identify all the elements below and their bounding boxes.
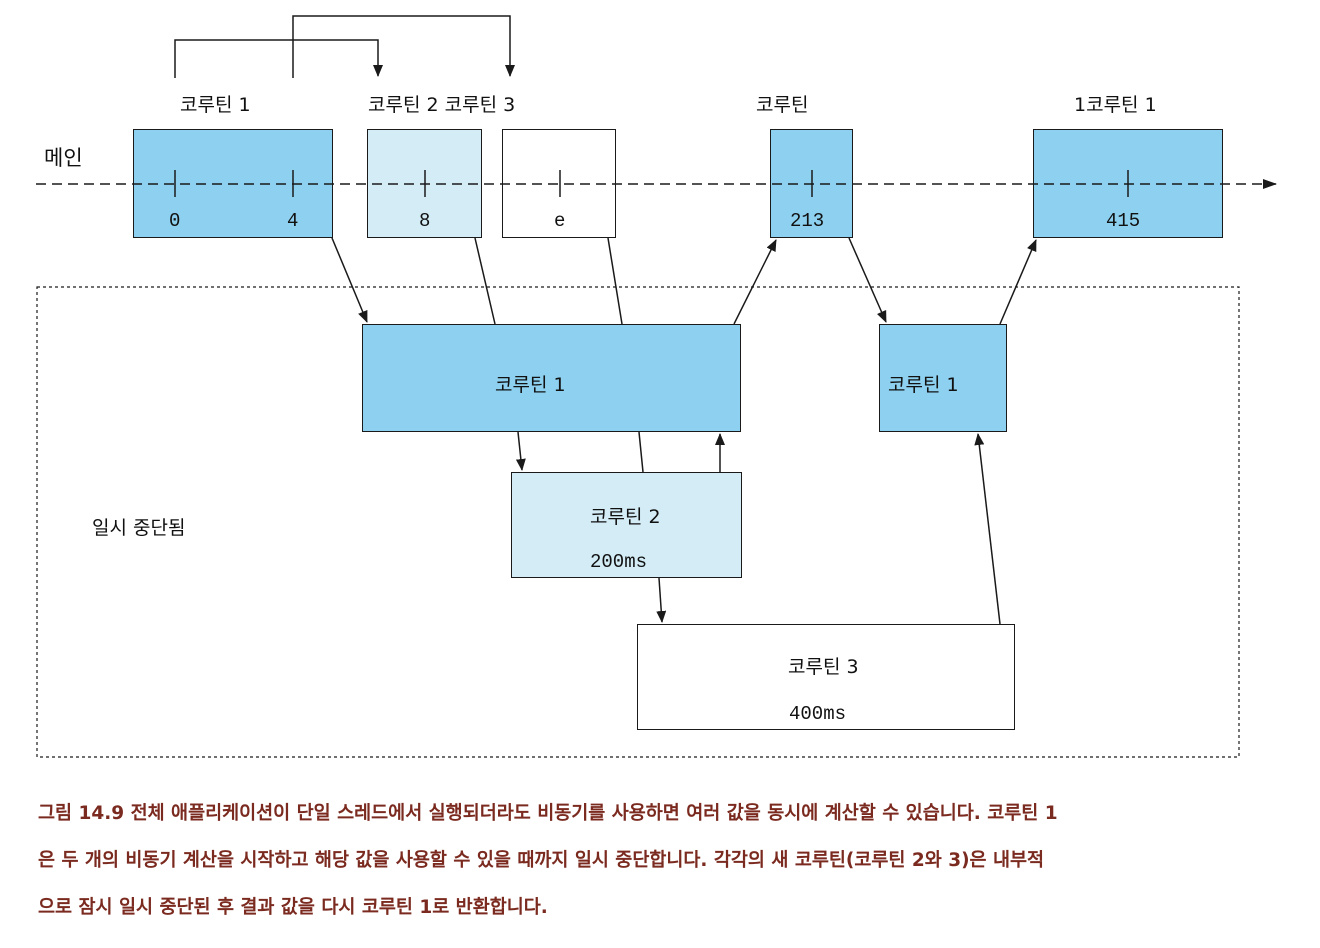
diagram-canvas [36,15,1240,758]
suspended-label-coroutine-2: 코루틴 2 [590,506,661,528]
tick-label-4: 4 [287,210,299,232]
line-block2-to-large [474,237,496,325]
tick-label-0: 0 [169,210,181,232]
arrow-c3-to-right [974,433,1001,625]
arrow-large-to-c2 [515,431,526,471]
arrow-large-to-block4 [733,239,777,325]
tick-label-415: 415 [1106,210,1141,232]
top-label-coroutine-2-3: 코루틴 2 코루틴 3 [368,94,516,116]
suspended-label: 일시 중단됨 [92,517,186,539]
top-label-1coroutine-1: 1코루틴 1 [1074,94,1157,116]
suspended-block-coroutine-3 [637,624,1015,730]
suspended-time-coroutine-3: 400ms [789,703,847,725]
arrow-right-to-block5 [999,239,1037,325]
arrow-block1-to-large [331,237,368,323]
bracket-coroutine-1-to-2 [174,39,383,78]
top-label-coroutine-1: 코루틴 1 [180,94,251,116]
suspended-block-coroutine-1-large [362,324,741,432]
tick-label-e: e [554,210,566,232]
caption-line-2: 은 두 개의 비동기 계산을 시작하고 해당 값을 사용할 수 있을 때까지 일… [38,850,1045,871]
tick-label-213: 213 [790,210,825,232]
suspended-label-coroutine-1-right: 코루틴 1 [888,374,959,396]
suspended-region [36,286,1240,758]
suspended-label-coroutine-1-large: 코루틴 1 [495,374,566,396]
tick-label-8: 8 [419,210,431,232]
suspended-block-coroutine-1-right [879,324,1007,432]
suspended-time-coroutine-2: 200ms [590,551,648,573]
caption-line-3: 으로 잠시 일시 중단된 후 결과 값을 다시 코루틴 1로 반환합니다. [38,897,548,918]
suspended-label-coroutine-3: 코루틴 3 [788,656,859,678]
top-label-coroutine: 코루틴 [756,94,809,116]
bracket-coroutine-1-to-3 [292,15,515,78]
main-label: 메인 [44,146,83,170]
line-block3-to-large [607,237,623,325]
line-large-to-c2 [638,431,644,473]
caption-line-1: 그림 14.9 전체 애플리케이션이 단일 스레드에서 실행되더라도 비동기를 … [38,803,1058,824]
figure-caption: 그림 14.9 전체 애플리케이션이 단일 스레드에서 실행되더라도 비동기를 … [38,790,1300,931]
arrow-block4-to-right [848,237,887,323]
arrow-c2-to-c3 [656,577,667,623]
main-timeline [36,170,1277,197]
suspended-block-coroutine-2 [511,472,742,578]
